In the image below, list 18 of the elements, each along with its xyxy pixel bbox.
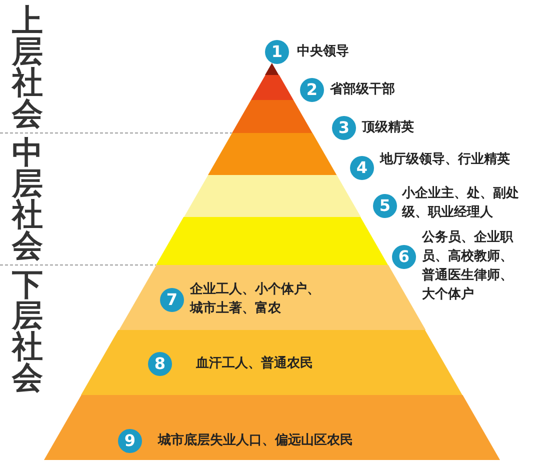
layer-label: 血汗工人、普通农民 — [196, 354, 314, 373]
section-label: 上层社会 — [12, 6, 44, 130]
layer-label: 中央领导 — [296, 43, 350, 61]
layer-label: 顶级精英 — [362, 119, 415, 137]
layer-label: 企业工人、小个体户、城市土著、富农 — [190, 280, 321, 318]
step-number: 6 — [392, 245, 416, 269]
section-label: 中层社会 — [12, 138, 44, 262]
step-number: 1 — [265, 40, 289, 64]
step-number: 3 — [332, 116, 356, 140]
layer-label: 地厅级领导、行业精英 — [380, 151, 511, 169]
layer-label: 城市底层失业人口、偏远山区农民 — [158, 432, 354, 450]
layer-label: 公务员、企业职员、高校教师、普通医生律师、大个体户 — [422, 229, 514, 304]
step-number: 2 — [300, 78, 324, 102]
section-label: 下层社会 — [12, 270, 44, 394]
layer-label: 省部级干部 — [330, 80, 396, 99]
layer-label: 小企业主、处、副处级、职业经理人 — [402, 184, 520, 222]
step-number: 4 — [350, 156, 374, 180]
step-number: 5 — [372, 194, 397, 218]
